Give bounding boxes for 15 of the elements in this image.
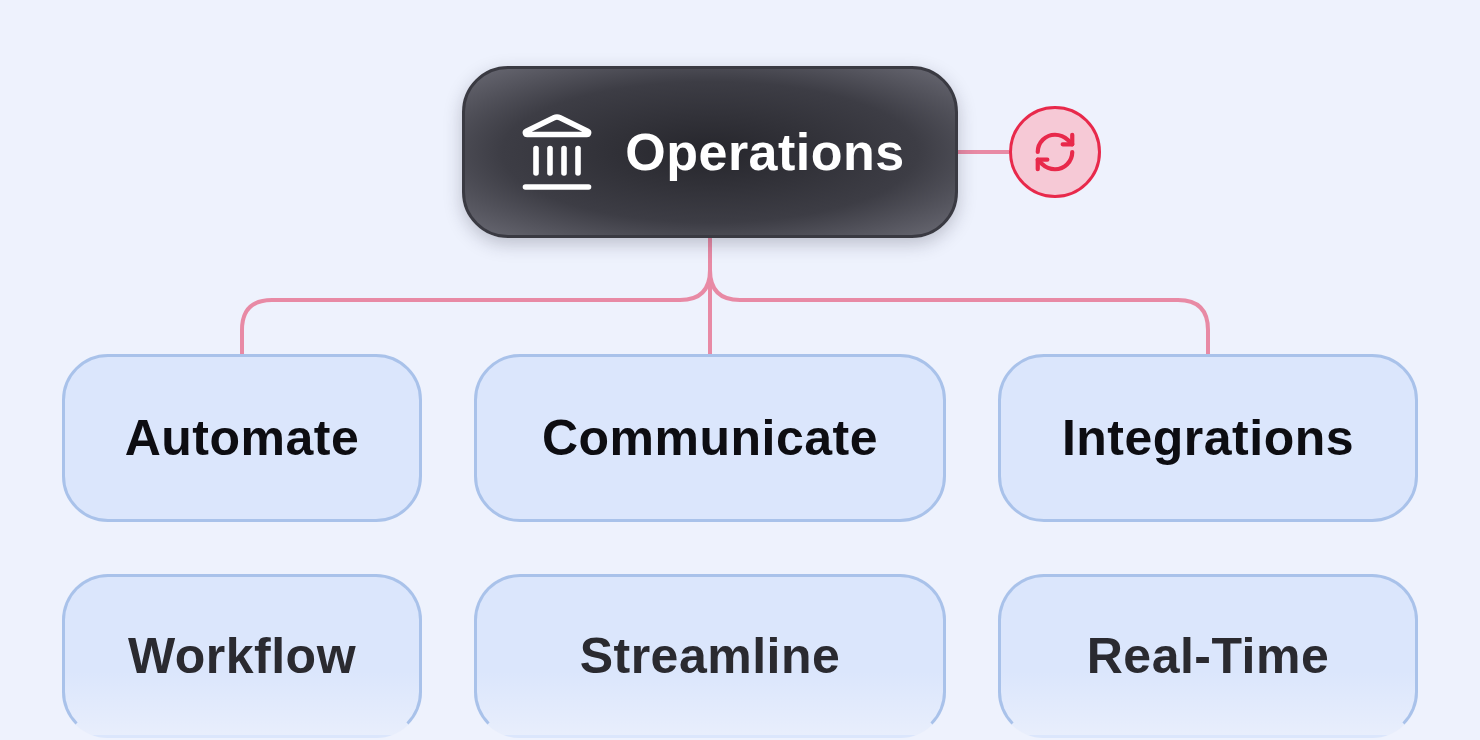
node-label: Integrations [1061, 409, 1355, 467]
process-box [474, 574, 946, 738]
process-box [998, 354, 1418, 522]
node-label: Real-Time [1086, 627, 1330, 685]
process-box [474, 354, 946, 522]
process-box [998, 574, 1418, 738]
node-label: Workflow [127, 627, 357, 685]
process-box [62, 574, 422, 738]
node-label: Automate [124, 409, 360, 467]
node-label: Communicate [541, 409, 879, 467]
process-box [62, 354, 422, 522]
node-label: Streamline [579, 627, 841, 685]
connector-line [958, 150, 1009, 154]
process-box [462, 66, 958, 238]
node-label: Operations [625, 122, 905, 182]
